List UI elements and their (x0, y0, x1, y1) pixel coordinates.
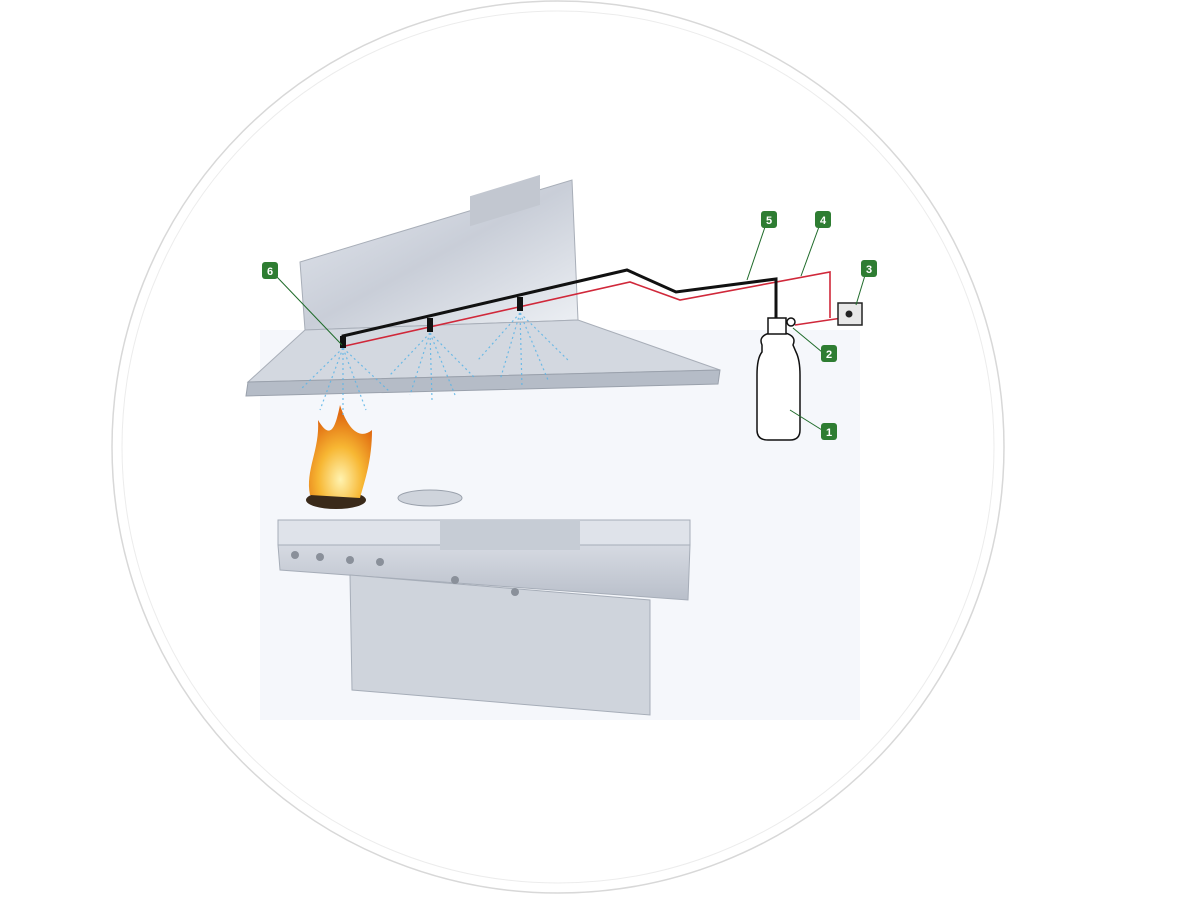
svg-text:2: 2 (826, 349, 832, 361)
callout-1: 1 (821, 423, 837, 440)
svg-text:5: 5 (766, 215, 772, 227)
nozzles (340, 297, 523, 348)
manual-release-station (837, 302, 863, 326)
exhaust-hood (245, 174, 721, 397)
detection-line-to-valve (794, 317, 843, 326)
callout-2: 2 (821, 345, 837, 362)
frame-circle-inner (121, 10, 995, 884)
detection-line (344, 271, 831, 347)
callout-4: 4 (815, 211, 831, 228)
callout-6: 6 (262, 262, 278, 279)
svg-text:6: 6 (267, 266, 273, 278)
svg-text:3: 3 (866, 264, 872, 276)
svg-text:4: 4 (820, 215, 827, 227)
callout-5: 5 (761, 211, 777, 228)
callout-3: 3 (861, 260, 877, 277)
agent-cylinder (756, 317, 801, 441)
svg-text:1: 1 (826, 427, 832, 439)
fire-flame (306, 405, 372, 509)
callout-leaders (276, 223, 867, 431)
cooking-range (277, 489, 691, 716)
extinguishing-spray (299, 312, 571, 415)
